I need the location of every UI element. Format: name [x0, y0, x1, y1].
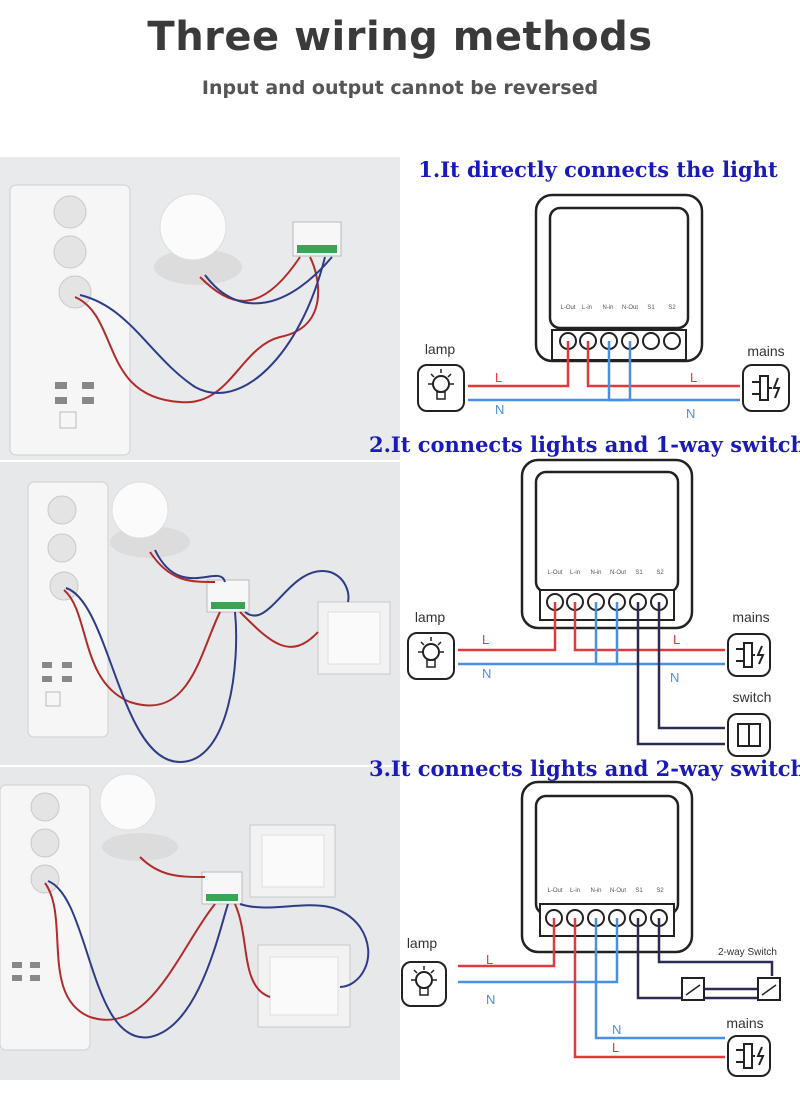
mains-label: mains	[747, 343, 784, 359]
switch-icon	[727, 713, 771, 757]
photo-direct-light	[0, 157, 400, 460]
live-label: L	[482, 632, 489, 647]
lamp-label: lamp	[407, 935, 438, 951]
neutral-label: N	[670, 670, 679, 685]
svg-text:L-in: L-in	[570, 570, 580, 576]
svg-text:S2: S2	[668, 305, 676, 311]
diagram-title: 1.It directly connects the light	[418, 157, 778, 182]
lightbulb-icon	[407, 632, 455, 680]
mains-label: mains	[732, 609, 769, 625]
lamp-label: lamp	[425, 341, 456, 357]
power-strip	[0, 784, 91, 1051]
svg-text:S1: S1	[635, 570, 643, 576]
neutral-label: N	[495, 402, 504, 417]
svg-text:L-in: L-in	[570, 888, 580, 894]
photo-one-way-switch	[0, 462, 400, 765]
live-label: L	[612, 1040, 619, 1055]
switch-label: switch	[733, 689, 772, 705]
lightbulb	[99, 773, 157, 831]
lamp-label: lamp	[415, 609, 446, 625]
neutral-label: N	[612, 1022, 621, 1037]
plug-icon	[727, 1035, 771, 1077]
lightbulb-icon	[417, 364, 465, 412]
wiring-diagram-direct: 1.It directly connects the light L-Out L…	[400, 150, 800, 440]
smart-module-device	[520, 780, 694, 954]
diagram-title: 3.It connects lights and 2-way switches	[369, 756, 800, 781]
two-way-switch-label: 2-way Switch	[718, 947, 777, 958]
svg-text:L-Out: L-Out	[560, 305, 575, 311]
terminal-labels: L-Out L-in N-in N-Out S1 S2	[547, 570, 664, 576]
plug-icon	[727, 633, 771, 677]
lightbulb	[159, 193, 227, 261]
neutral-label: N	[482, 666, 491, 681]
live-label: L	[495, 370, 502, 385]
wires	[458, 918, 774, 1059]
terminal-labels: L-Out L-in N-in N-Out S1 S2	[560, 305, 676, 311]
terminal-screws	[559, 332, 681, 350]
mains-label: mains	[726, 1015, 763, 1031]
two-way-switch-icon	[681, 977, 781, 1001]
neutral-label: N	[686, 406, 695, 421]
svg-text:N-Out: N-Out	[610, 888, 626, 894]
diagram-title: 2.It connects lights and 1-way switches	[369, 432, 800, 457]
lamp-base	[154, 249, 242, 285]
wiring-diagram-one-way: 2.It connects lights and 1-way switches …	[369, 428, 800, 760]
plug-icon	[742, 364, 790, 412]
lamp-base	[102, 833, 178, 861]
neutral-label: N	[486, 992, 495, 1007]
svg-text:L-Out: L-Out	[547, 570, 562, 576]
svg-text:N-in: N-in	[602, 305, 613, 311]
svg-text:N-in: N-in	[590, 570, 601, 576]
lightbulb-icon	[401, 961, 447, 1007]
svg-text:S1: S1	[635, 888, 643, 894]
smart-module-device	[534, 193, 704, 363]
wires	[458, 602, 725, 746]
live-label: L	[690, 370, 697, 385]
wiring-diagram-two-way: 3.It connects lights and 2-way switches …	[369, 752, 800, 1087]
terminal-labels: L-Out L-in N-in N-Out S1 S2	[547, 888, 664, 894]
photo-two-way-switch	[0, 767, 400, 1080]
wires	[468, 341, 740, 402]
live-label: L	[673, 632, 680, 647]
lightbulb	[111, 481, 169, 539]
smart-module-device	[520, 458, 694, 630]
svg-text:N-Out: N-Out	[610, 570, 626, 576]
power-strip	[9, 184, 131, 456]
svg-text:S1: S1	[647, 305, 655, 311]
page-subtitle: Input and output cannot be reversed	[201, 77, 599, 99]
svg-text:S2: S2	[656, 888, 664, 894]
svg-text:L-in: L-in	[582, 305, 592, 311]
live-label: L	[486, 952, 493, 967]
svg-text:N-in: N-in	[590, 888, 601, 894]
page-title: Three wiring methods	[147, 14, 653, 60]
svg-text:S2: S2	[656, 570, 664, 576]
svg-text:N-Out: N-Out	[622, 305, 638, 311]
svg-text:L-Out: L-Out	[547, 888, 562, 894]
